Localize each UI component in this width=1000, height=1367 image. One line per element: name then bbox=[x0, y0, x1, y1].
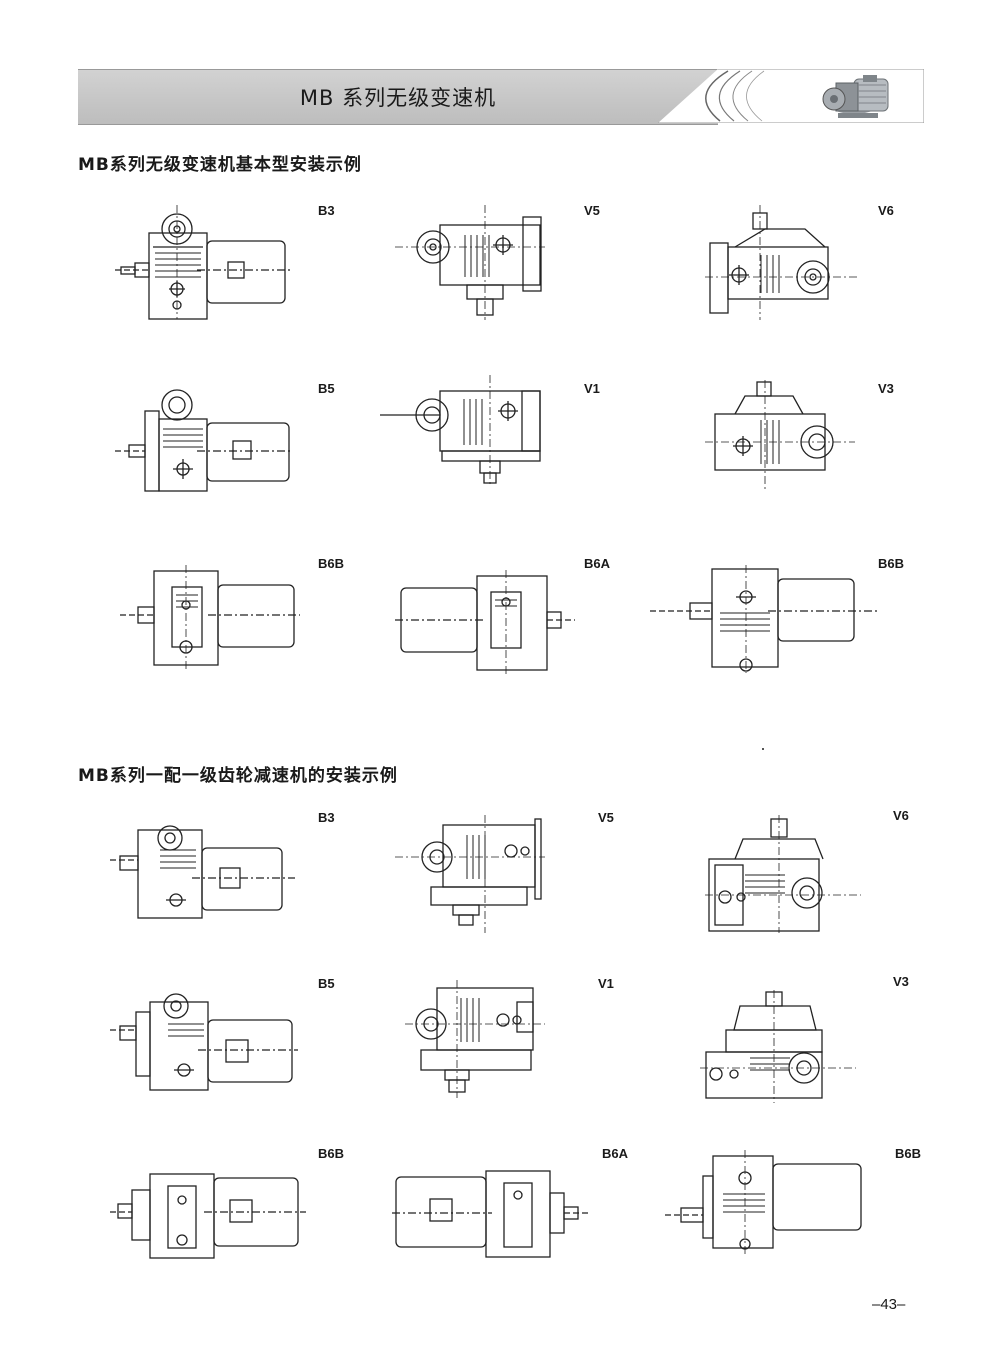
diagram-label: V6 bbox=[893, 808, 909, 823]
diagram-label: B6B bbox=[895, 1146, 922, 1161]
diagram-gear-v3 bbox=[700, 990, 860, 1105]
banner-background bbox=[78, 69, 718, 125]
diagram-gear-b6b-left bbox=[110, 1160, 310, 1260]
diagram-label: V1 bbox=[598, 976, 614, 991]
diagram-gear-v1 bbox=[405, 980, 555, 1100]
diagram-gear-b5 bbox=[110, 990, 300, 1095]
diagram-basic-v5 bbox=[395, 205, 555, 320]
diagram-basic-b5 bbox=[115, 385, 295, 500]
diagram-label: V5 bbox=[584, 203, 600, 218]
diagram-label: B6B bbox=[318, 556, 345, 571]
diagram-label: V6 bbox=[878, 203, 894, 218]
diagram-basic-b6a bbox=[395, 570, 575, 680]
diagram-label: V3 bbox=[878, 381, 894, 396]
motor-variator-photo bbox=[822, 75, 889, 118]
header-banner: MB 系列无级变速机 bbox=[78, 69, 924, 125]
diagram-label: B3 bbox=[318, 810, 335, 825]
page-number: –43– bbox=[872, 1296, 906, 1313]
section-title-gear: MB系列一配一级齿轮减速机的安装示例 bbox=[78, 766, 398, 786]
diagram-label: B5 bbox=[318, 976, 335, 991]
diagram-basic-v1 bbox=[380, 375, 555, 490]
diagram-gear-b3 bbox=[110, 820, 300, 925]
diagram-basic-b6b-left bbox=[120, 565, 300, 675]
diagram-label: V1 bbox=[584, 381, 600, 396]
diagram-label: V5 bbox=[598, 810, 614, 825]
diagram-label: B6B bbox=[318, 1146, 345, 1161]
page-header-title: MB 系列无级变速机 bbox=[299, 86, 497, 110]
section-title-basic: MB系列无级变速机基本型安装示例 bbox=[78, 155, 362, 175]
stray-mark bbox=[762, 748, 764, 750]
diagram-label: B6A bbox=[584, 556, 611, 571]
diagram-gear-v5 bbox=[395, 815, 555, 935]
diagram-label: B6A bbox=[602, 1146, 629, 1161]
diagram-label: B6B bbox=[878, 556, 905, 571]
diagram-basic-v6 bbox=[705, 205, 865, 320]
banner-decoration bbox=[658, 69, 924, 123]
diagram-basic-v3 bbox=[705, 380, 865, 495]
diagram-basic-b6b-right bbox=[650, 565, 880, 675]
diagram-basic-b3 bbox=[115, 205, 295, 320]
diagram-gear-b6b-right bbox=[665, 1150, 870, 1260]
diagram-label: V3 bbox=[893, 974, 909, 989]
diagram-gear-v6 bbox=[705, 815, 865, 935]
diagram-label: B5 bbox=[318, 381, 335, 396]
diagram-label: B3 bbox=[318, 203, 335, 218]
diagram-gear-b6a bbox=[392, 1163, 592, 1263]
